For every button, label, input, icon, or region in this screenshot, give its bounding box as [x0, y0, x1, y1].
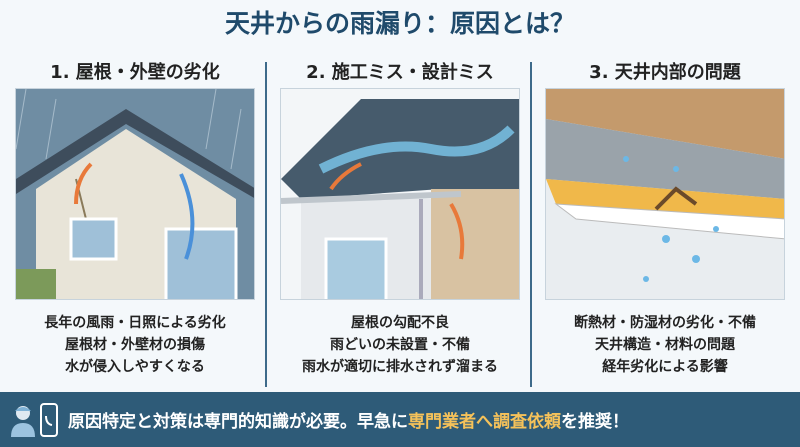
phone-icon	[40, 402, 58, 437]
banner-highlight: 専門業者へ調査依頼	[408, 412, 561, 432]
description-line: 水が侵入しやすくなる	[65, 359, 205, 375]
description-line: 雨水が適切に排水されず溜まる	[302, 359, 498, 375]
cause-column-2: 2. 施工ミス・設計ミス 屋根の勾配不良 雨どいの未設置・不備 雨水が適切に排水…	[275, 58, 525, 378]
aging-house-illustration	[15, 88, 255, 300]
description-line: 雨どいの未設置・不備	[330, 337, 470, 353]
description-line: 屋根の勾配不良	[351, 315, 449, 331]
column-heading: 1. 屋根・外壁の劣化	[50, 62, 220, 83]
recommendation-banner: 原因特定と対策は専門的知識が必要。早急に専門業者へ調査依頼を推奨！	[0, 392, 800, 447]
cause-column-3: 3. 天井内部の問題 断熱材・防湿材の劣化・不備 天井構造・材料の問題 経年劣化…	[540, 58, 790, 378]
ceiling-interior-illustration	[545, 88, 785, 300]
description-line: 天井構造・材料の問題	[595, 337, 735, 353]
description-line: 長年の風雨・日照による劣化	[44, 315, 226, 331]
column-divider	[265, 62, 267, 387]
banner-message: 原因特定と対策は専門的知識が必要。早急に専門業者へ調査依頼を推奨！	[68, 407, 629, 432]
column-heading: 2. 施工ミス・設計ミス	[306, 62, 494, 83]
technician-icon	[11, 405, 35, 437]
banner-text: 原因特定と対策は専門的知識が必要。早急に	[68, 412, 408, 432]
description-line: 経年劣化による影響	[602, 359, 728, 375]
banner-text-end: を推奨！	[561, 412, 629, 432]
column-heading: 3. 天井内部の問題	[589, 62, 741, 83]
description-line: 屋根材・外壁材の損傷	[65, 337, 205, 353]
page-title: 天井からの雨漏り：原因とは？	[224, 9, 575, 38]
construction-error-illustration	[280, 88, 520, 300]
description-line: 断熱材・防湿材の劣化・不備	[574, 315, 756, 331]
column-divider	[530, 62, 532, 387]
cause-column-1: 1. 屋根・外壁の劣化 長年の風雨・日照による劣化 屋根材・外壁材の損傷 水が侵…	[10, 58, 260, 378]
